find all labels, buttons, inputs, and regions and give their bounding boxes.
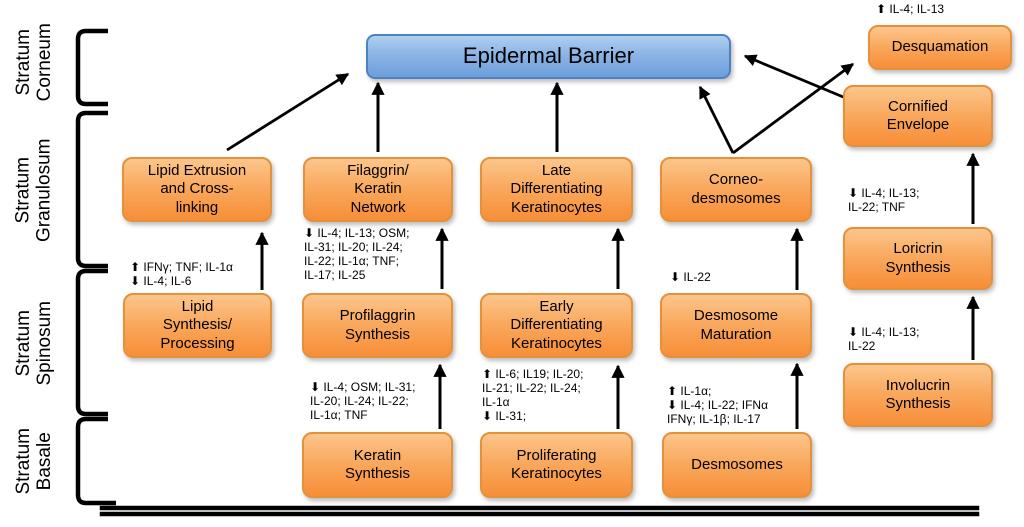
- annotation-loricrin-cytokines: ⬇ IL-4; IL-13; IL-22; TNF: [848, 186, 920, 215]
- arrow-corneodesmosomes-to-barrier: [698, 85, 735, 154]
- arrow-corneodesmosomes-to-desquamation: [732, 62, 854, 155]
- box-cornified-envelope: Cornified Envelope: [843, 85, 993, 147]
- box-desmosomes: Desmosomes: [662, 432, 812, 498]
- annotation-lipid-synthesis-cytokines: ⬆ IFNγ; TNF; IL-1α ⬇ IL-4; IL-6: [130, 260, 233, 289]
- box-lipid-extrusion: Lipid Extrusion and Cross- linking: [122, 157, 272, 222]
- box-corneodesmosomes: Corneo- desmosomes: [660, 157, 812, 222]
- arrow-lipid-extrusion-to-barrier: [226, 72, 350, 152]
- brace-stratum-corneum: [75, 28, 108, 107]
- annotation-desmosome-cytokines: ⬆ IL-1α; ⬇ IL-4; IL-22; IFNα IFNγ; IL-1β…: [667, 384, 769, 427]
- box-keratin-synthesis: Keratin Synthesis: [302, 432, 453, 498]
- brace-stratum-granulosum: [75, 110, 108, 269]
- brace-stratum-basale: [75, 416, 116, 506]
- box-profilaggrin-synthesis: Profilaggrin Synthesis: [302, 293, 453, 358]
- box-lipid-synthesis-processing: Lipid Synthesis/ Processing: [123, 293, 272, 358]
- annotation-early-differentiation-cytokines: ⬆ IL-6; IL19; IL-20; IL-21; IL-22; IL-24…: [482, 367, 584, 424]
- arrow-cornified-to-barrier: [743, 54, 849, 101]
- box-involucrin-synthesis: Involucrin Synthesis: [843, 363, 993, 427]
- stratum-granulosum-label: Stratum Granulosum: [12, 138, 55, 242]
- box-proliferating-keratinocytes: Proliferating Keratinocytes: [480, 432, 633, 498]
- box-early-differentiating-keratinocytes: Early Differentiating Keratinocytes: [480, 293, 633, 358]
- annotation-filaggrin-cytokines: ⬇ IL-4; IL-13; OSM; IL-31; IL-20; IL-24;…: [304, 226, 410, 283]
- box-loricrin-synthesis: Loricrin Synthesis: [843, 227, 993, 290]
- box-desmosome-maturation: Desmosome Maturation: [660, 293, 812, 358]
- stratum-spinosum-label: Stratum Spinosum: [12, 300, 55, 386]
- stratum-corneum-label: Stratum Corneum: [12, 22, 55, 102]
- annotation-corneodesmosome-cytokines: ⬇ IL-22: [670, 270, 711, 284]
- box-epidermal-barrier: Epidermal Barrier: [366, 34, 731, 79]
- annotation-keratin-cytokines: ⬇ IL-4; OSM; IL-31; IL-20; IL-24; IL-22;…: [310, 380, 416, 423]
- annotation-involucrin-cytokines: ⬇ IL-4; IL-13; IL-22: [848, 325, 920, 354]
- box-filaggrin-keratin-network: Filaggrin/ Keratin Network: [303, 157, 453, 222]
- brace-stratum-spinosum: [75, 268, 108, 417]
- annotation-desquamation-cytokines: ⬆ IL-4; IL-13: [876, 2, 945, 16]
- box-desquamation: Desquamation: [868, 25, 1012, 70]
- stratum-basale-label: Stratum Basale: [12, 427, 55, 495]
- box-late-differentiating-keratinocytes: Late Differentiating Keratinocytes: [480, 157, 633, 222]
- epidermal-barrier-label: Epidermal Barrier: [462, 43, 635, 69]
